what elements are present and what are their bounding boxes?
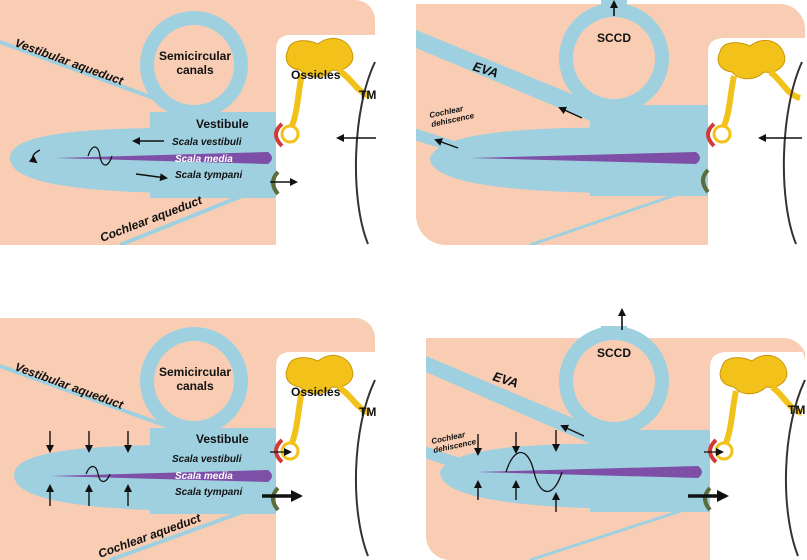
ossicles <box>280 354 372 461</box>
panel-third-window-bone: SCCD EVA Cochleardehiscence TM <box>426 308 806 560</box>
tm-label: TM <box>788 403 805 417</box>
scala-tympani-label: Scala tympani <box>175 487 242 498</box>
cochlea-body <box>440 443 714 509</box>
tympanic-membrane <box>354 379 376 557</box>
scala-media-label: Scala media <box>175 154 233 165</box>
helicotrema-curve-arrow <box>28 149 41 164</box>
scala-vestibuli-label: Scala vestibuli <box>172 454 242 465</box>
cochlear-dehiscence-channel <box>426 446 472 472</box>
basilar-wave <box>87 146 113 166</box>
vestibule-label: Vestibule <box>196 432 249 446</box>
sccd-label: SCCD <box>597 31 631 45</box>
scala-media-membrane <box>470 152 700 164</box>
basilar-wave <box>85 465 111 483</box>
semicircular-canal-loop <box>140 327 248 435</box>
round-window <box>271 486 280 512</box>
scala-media-label: Scala media <box>175 471 233 482</box>
eva-flow-arrow <box>560 424 585 437</box>
vestibule-label: Vestibule <box>196 117 249 131</box>
scala-media-membrane <box>55 152 272 164</box>
tympanic-membrane <box>354 61 376 245</box>
round-window <box>703 486 712 512</box>
round-window <box>701 168 710 194</box>
tympanic-membrane <box>784 379 806 557</box>
basilar-wave-large <box>505 452 563 492</box>
ossicles <box>714 354 804 461</box>
sccd-label: SCCD <box>597 346 631 360</box>
tm-label: TM <box>359 88 376 102</box>
vestibular-aqueduct-duct <box>529 506 691 560</box>
scala-media-membrane <box>476 466 702 478</box>
ossicles-label: Ossicles <box>291 68 341 82</box>
oval-window <box>706 122 716 148</box>
cochlea-body <box>10 128 280 194</box>
bone-conduction-arrows <box>46 431 132 506</box>
eva-flow-arrow <box>558 106 583 119</box>
tympanic-membrane <box>782 61 803 245</box>
panel-third-window-sound: SCCD EVA Cochleardehiscence <box>416 0 805 245</box>
ossicles-label: Ossicles <box>291 385 341 399</box>
bone-conduction-arrows <box>474 430 560 512</box>
oval-window <box>274 438 284 464</box>
temporal-bone-background-top <box>426 337 805 352</box>
semicircular-canal-loop <box>140 11 248 119</box>
scala-tympani-label: Scala tympani <box>175 170 242 181</box>
ossicles <box>280 37 372 144</box>
ossicles <box>712 39 802 144</box>
dehiscence-flow-arrow <box>434 138 459 149</box>
oval-window <box>274 122 284 148</box>
vestibular-aqueduct-duct <box>529 188 691 245</box>
cochlear-aqueduct-duct <box>109 503 263 560</box>
scala-media-membrane <box>50 470 272 482</box>
scala-vestibuli-label: Scala vestibuli <box>172 137 242 148</box>
eva-duct <box>416 30 606 125</box>
tm-label: TM <box>359 405 376 419</box>
oval-window <box>708 438 718 464</box>
tympani-flow-arrow <box>135 173 168 182</box>
semicircular-canal-loop <box>559 326 669 436</box>
